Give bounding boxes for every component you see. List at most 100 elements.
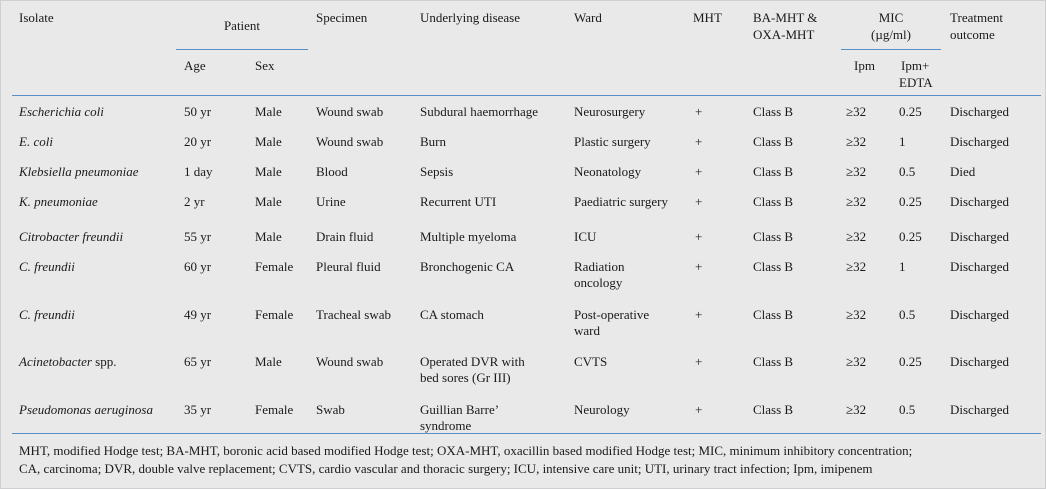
cell-disease: Bronchogenic CA <box>420 259 514 275</box>
cell-ba-oxa: Class B <box>753 307 793 323</box>
isolate-suffix: spp. <box>91 354 117 369</box>
header-ba-oxa-line2: OXA-MHT <box>753 27 815 42</box>
cell-mic-ipm-line1: ≥32 <box>846 402 867 417</box>
header-sex: Sex <box>255 58 275 73</box>
cell-mic-ipm-edta-line1: 0.25 <box>899 104 922 119</box>
cell-mic-ipm-edta-line1: 0.25 <box>899 194 922 209</box>
header-outcome-line1: Treatment <box>950 10 1003 25</box>
cell-sex-line1: Female <box>255 402 294 417</box>
header-ipm-edta-line1: Ipm+ <box>901 58 930 73</box>
cell-specimen-line1: Swab <box>316 402 345 417</box>
cell-age: 49 yr <box>184 307 211 323</box>
header-bottom-rule <box>12 95 1041 96</box>
cell-disease: CA stomach <box>420 307 484 323</box>
cell-mic-ipm-line1: ≥32 <box>846 104 867 119</box>
cell-mht-line1: + <box>695 134 703 149</box>
cell-sex-line1: Female <box>255 259 294 274</box>
cell-outcome: Discharged <box>950 229 1009 245</box>
header-mic-line2: (µg/ml) <box>871 27 911 42</box>
cell-age-line1: 1 day <box>184 164 213 179</box>
cell-ba-oxa: Class B <box>753 402 793 418</box>
header-disease: Underlying disease <box>420 10 521 25</box>
cell-ward: Plastic surgery <box>574 134 651 150</box>
cell-outcome-line1: Discharged <box>950 194 1009 209</box>
cell-disease-line2: syndrome <box>420 418 472 433</box>
cell-age: 60 yr <box>184 259 211 275</box>
cell-specimen-line1: Wound swab <box>316 134 384 149</box>
cell-disease-line1: Bronchogenic CA <box>420 259 515 274</box>
cell-ward: Neurology <box>574 402 630 418</box>
cell-outcome-line1: Discharged <box>950 259 1009 274</box>
cell-ward-line1: Neurology <box>574 402 630 417</box>
cell-sex-line1: Male <box>255 194 282 209</box>
header-ipm-edta-line2: EDTA <box>899 75 933 90</box>
cell-mic-ipm-line1: ≥32 <box>846 307 867 322</box>
cell-mic-ipm-line1: ≥32 <box>846 229 867 244</box>
cell-specimen: Urine <box>316 194 346 210</box>
header-specimen: Specimen <box>316 10 368 25</box>
table-bottom-rule <box>12 433 1041 434</box>
cell-outcome: Discharged <box>950 194 1009 210</box>
cell-sex: Female <box>255 307 293 323</box>
header-mht: MHT <box>693 10 722 25</box>
cell-ward: ICU <box>574 229 596 245</box>
cell-outcome-line1: Discharged <box>950 229 1009 244</box>
cell-ba-oxa: Class B <box>753 259 793 275</box>
cell-mic-ipm: ≥32 <box>846 259 866 275</box>
cell-outcome-line1: Discharged <box>950 307 1009 322</box>
cell-ba-oxa: Class B <box>753 164 793 180</box>
cell-mic-ipm: ≥32 <box>846 307 866 323</box>
cell-ba-oxa-line1: Class B <box>753 354 794 369</box>
isolate-name: K. pneumoniae <box>19 194 98 209</box>
cell-age: 55 yr <box>184 229 211 245</box>
cell-outcome-line1: Discharged <box>950 134 1009 149</box>
cell-outcome: Discharged <box>950 259 1009 275</box>
cell-age-line1: 50 yr <box>184 104 212 119</box>
cell-outcome-line1: Discharged <box>950 104 1009 119</box>
cell-mic-ipm-line1: ≥32 <box>846 354 867 369</box>
cell-mht: + <box>695 402 702 418</box>
cell-isolate: K. pneumoniae <box>19 194 98 210</box>
cell-ba-oxa-line1: Class B <box>753 104 794 119</box>
cell-mic-ipm-edta: 0.5 <box>899 307 915 323</box>
cell-isolate: C. freundii <box>19 307 75 323</box>
cell-sex-line1: Male <box>255 229 282 244</box>
mic-rule <box>841 49 941 50</box>
cell-mht: + <box>695 259 702 275</box>
cell-ward-line1: Radiation <box>574 259 625 274</box>
cell-sex: Female <box>255 259 293 275</box>
cell-isolate: Escherichia coli <box>19 104 104 120</box>
cell-isolate: Citrobacter freundii <box>19 229 123 245</box>
cell-sex-line1: Male <box>255 354 282 369</box>
cell-mic-ipm-edta: 1 <box>899 259 906 275</box>
cell-mic-ipm: ≥32 <box>846 104 866 120</box>
cell-sex: Male <box>255 134 282 150</box>
cell-ward: Neurosurgery <box>574 104 645 120</box>
cell-mht-line1: + <box>695 229 703 244</box>
cell-ba-oxa-line1: Class B <box>753 194 794 209</box>
header-patient: Patient <box>223 18 261 33</box>
cell-isolate: C. freundii <box>19 259 75 275</box>
cell-mic-ipm-edta: 0.25 <box>899 104 922 120</box>
cell-age: 2 yr <box>184 194 205 210</box>
isolate-name: Klebsiella pneumoniae <box>19 164 139 179</box>
footnote: MHT, modified Hodge test; BA-MHT, boroni… <box>19 442 1039 478</box>
cell-outcome: Discharged <box>950 307 1009 323</box>
cell-outcome: Discharged <box>950 104 1009 120</box>
cell-specimen-line1: Pleural fluid <box>316 259 381 274</box>
cell-mic-ipm-edta: 0.5 <box>899 402 915 418</box>
cell-ward-line1: ICU <box>574 229 597 244</box>
cell-specimen: Drain fluid <box>316 229 373 245</box>
cell-outcome: Discharged <box>950 402 1009 418</box>
cell-age: 1 day <box>184 164 213 180</box>
cell-mic-ipm-edta: 0.25 <box>899 194 922 210</box>
cell-outcome-line1: Discharged <box>950 354 1009 369</box>
cell-sex: Male <box>255 229 282 245</box>
cell-ba-oxa: Class B <box>753 134 793 150</box>
cell-disease: Recurrent UTI <box>420 194 496 210</box>
cell-ward-line2: oncology <box>574 275 623 290</box>
cell-mht-line1: + <box>695 259 703 274</box>
cell-age-line1: 2 yr <box>184 194 205 209</box>
cell-mic-ipm-edta-line1: 0.5 <box>899 402 916 417</box>
